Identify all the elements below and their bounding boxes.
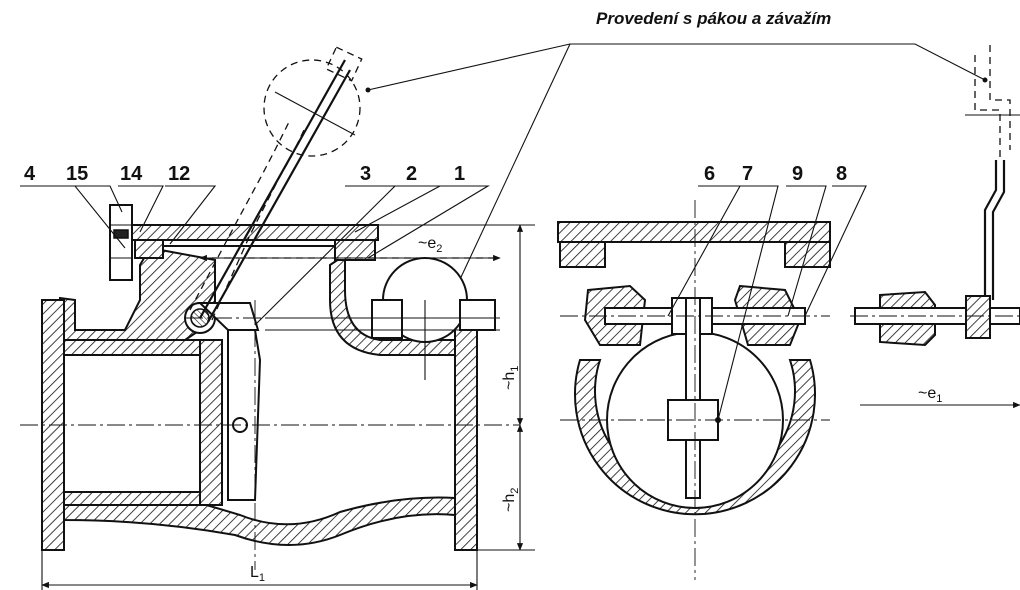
side-section-view [20, 46, 535, 590]
body-right-wall [329, 253, 456, 356]
lever-end [371, 299, 403, 339]
cross-cover [557, 221, 831, 243]
callout-7: 7 [742, 163, 753, 185]
callout-12: 12 [168, 163, 190, 185]
dim-e1: ~e1 [918, 385, 942, 405]
callout-6: 6 [704, 163, 715, 185]
lever-clamp [459, 299, 496, 331]
lever-and-weight [189, 46, 363, 323]
cross-disc [685, 297, 701, 499]
cover-flange-left [134, 239, 164, 259]
callout-9: 9 [792, 163, 803, 185]
callout-2: 2 [406, 163, 417, 185]
outlet-flange [454, 314, 478, 551]
dim-h1: ~h1 [501, 366, 521, 390]
callout-1: 1 [454, 163, 465, 185]
cover-gasket [162, 239, 336, 247]
callout-8: 8 [836, 163, 847, 185]
heading-text: Provedení s pákou a závažím [596, 9, 831, 28]
cross-section-view [557, 185, 867, 580]
callout-labels: 4 15 14 12 3 2 1 6 7 9 8 [24, 163, 847, 185]
callout-14: 14 [120, 163, 143, 185]
detail-clamp [965, 295, 991, 339]
dim-h2: ~h2 [501, 488, 521, 512]
counterweight [263, 59, 361, 157]
callout-3: 3 [360, 163, 371, 185]
callout-4: 4 [24, 163, 36, 185]
dim-L1: L1 [250, 564, 265, 584]
seat-ring [199, 339, 223, 506]
inlet-pipe-bottom [63, 491, 206, 506]
body-belly [63, 496, 456, 546]
lever-detail-view [850, 45, 1020, 409]
dimension-labels: ~e2 ~e1 ~h1 ~h2 L1 [250, 235, 942, 584]
dim-e2: ~e2 [418, 235, 442, 255]
inlet-pipe-top [63, 339, 206, 356]
callout-15: 15 [66, 163, 88, 185]
